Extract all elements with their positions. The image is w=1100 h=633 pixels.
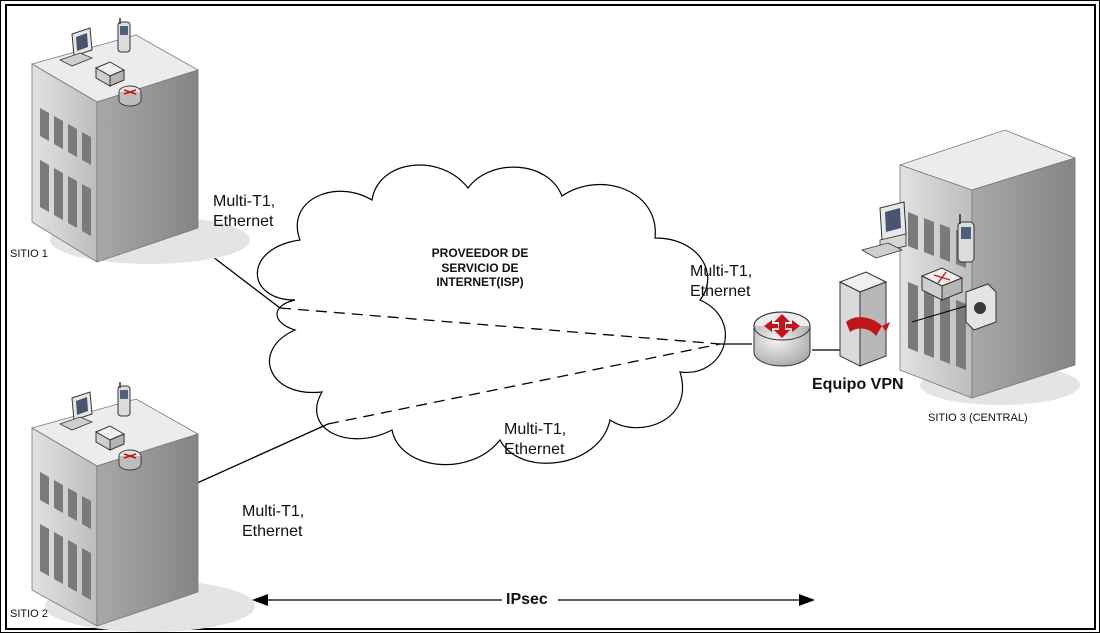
vpn-tunnel-site1 — [279, 307, 721, 345]
switch-icon — [94, 425, 126, 451]
arrow-right-icon — [799, 594, 815, 606]
desktop-computer-icon — [58, 391, 94, 431]
link-label-cloud: Multi-T1, Ethernet — [504, 420, 566, 459]
building-icon — [30, 398, 255, 632]
link-label-site1: Multi-T1, Ethernet — [213, 192, 275, 231]
vpn-label: Equipo VPN — [812, 376, 904, 393]
link-label-line: Ethernet — [504, 440, 565, 458]
link-label-site2: Multi-T1, Ethernet — [242, 502, 304, 541]
inner-frame — [5, 4, 1096, 630]
site3-label: SITIO 3 (CENTRAL) — [928, 412, 1028, 424]
mobile-phone-icon — [957, 214, 975, 263]
router-icon — [118, 449, 142, 471]
vpn-server-icon — [838, 271, 890, 367]
isp-label: PROVEEDOR DE SERVICIO DE INTERNET(ISP) — [410, 246, 550, 290]
switch-icon — [920, 267, 964, 301]
telephone-icon — [965, 283, 997, 331]
link-label-central: Multi-T1, Ethernet — [690, 262, 752, 301]
link-label-line: Multi-T1, — [504, 421, 567, 438]
vpn-tunnel-site2 — [327, 343, 721, 425]
link-vpn-switch — [911, 305, 967, 323]
router-icon — [753, 311, 811, 367]
arrow-left-icon — [252, 594, 268, 606]
isp-label-line: SERVICIO DE — [441, 260, 519, 275]
desktop-computer-icon — [860, 201, 907, 259]
isp-cloud — [256, 164, 726, 466]
site2-label: SITIO 2 — [10, 608, 48, 620]
links — [174, 227, 840, 485]
isp-label-line: PROVEEDOR DE — [431, 246, 529, 260]
link-label-line: Multi-T1, — [242, 503, 305, 520]
desktop-computer-icon — [58, 27, 94, 67]
mobile-phone-icon — [117, 382, 131, 417]
link-label-line: Multi-T1, — [213, 193, 276, 210]
ipsec-arrow — [252, 594, 815, 606]
isp-label-line: INTERNET(ISP) — [436, 275, 524, 290]
mobile-phone-icon — [117, 18, 131, 53]
link-label-line: Multi-T1, — [690, 263, 753, 280]
site1-label: SITIO 1 — [10, 248, 48, 260]
link-label-line: Ethernet — [213, 212, 274, 230]
router-icon — [118, 85, 142, 107]
link-label-line: Ethernet — [690, 282, 751, 300]
link-site2-solid — [194, 423, 329, 485]
ipsec-label: IPsec — [506, 591, 548, 608]
link-label-line: Ethernet — [242, 522, 303, 540]
building-icon — [898, 129, 1080, 405]
switch-icon — [94, 61, 126, 87]
